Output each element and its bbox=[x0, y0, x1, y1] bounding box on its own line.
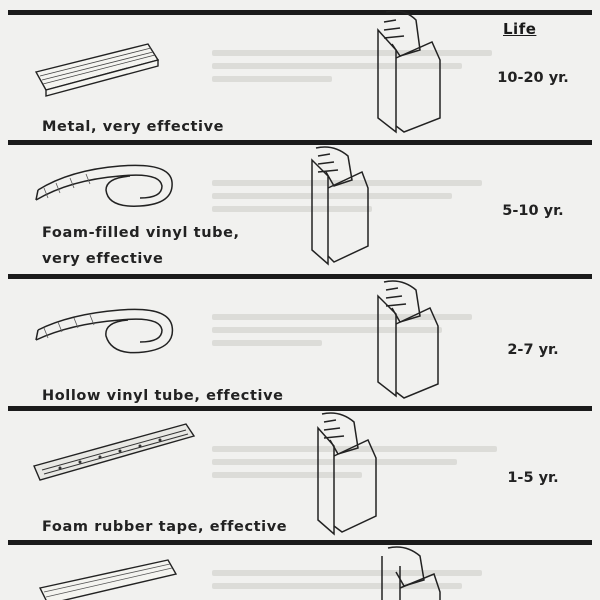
row-label: Hollow vinyl tube, effective bbox=[42, 388, 284, 404]
faded-text-block bbox=[212, 180, 512, 219]
divider-rule bbox=[8, 10, 592, 15]
life-value: 2-7 yr. bbox=[507, 342, 559, 358]
row-label: very effective bbox=[42, 251, 164, 267]
life-value: 5-10 yr. bbox=[502, 203, 564, 219]
divider-rule bbox=[8, 406, 592, 411]
divider-rule bbox=[8, 274, 592, 279]
divider-rule bbox=[8, 540, 592, 545]
row-label: Foam rubber tape, effective bbox=[42, 519, 288, 535]
faded-text-block bbox=[212, 570, 512, 596]
life-column-header: Life bbox=[503, 20, 537, 38]
faded-text-block bbox=[212, 314, 512, 353]
life-value: 10-20 yr. bbox=[497, 70, 569, 86]
row-label: Metal, very effective bbox=[42, 119, 225, 135]
faded-text-block bbox=[212, 50, 512, 89]
divider-rule bbox=[8, 140, 592, 145]
row-label: Foam-filled vinyl tube, bbox=[42, 225, 240, 241]
life-value: 1-5 yr. bbox=[507, 470, 559, 486]
